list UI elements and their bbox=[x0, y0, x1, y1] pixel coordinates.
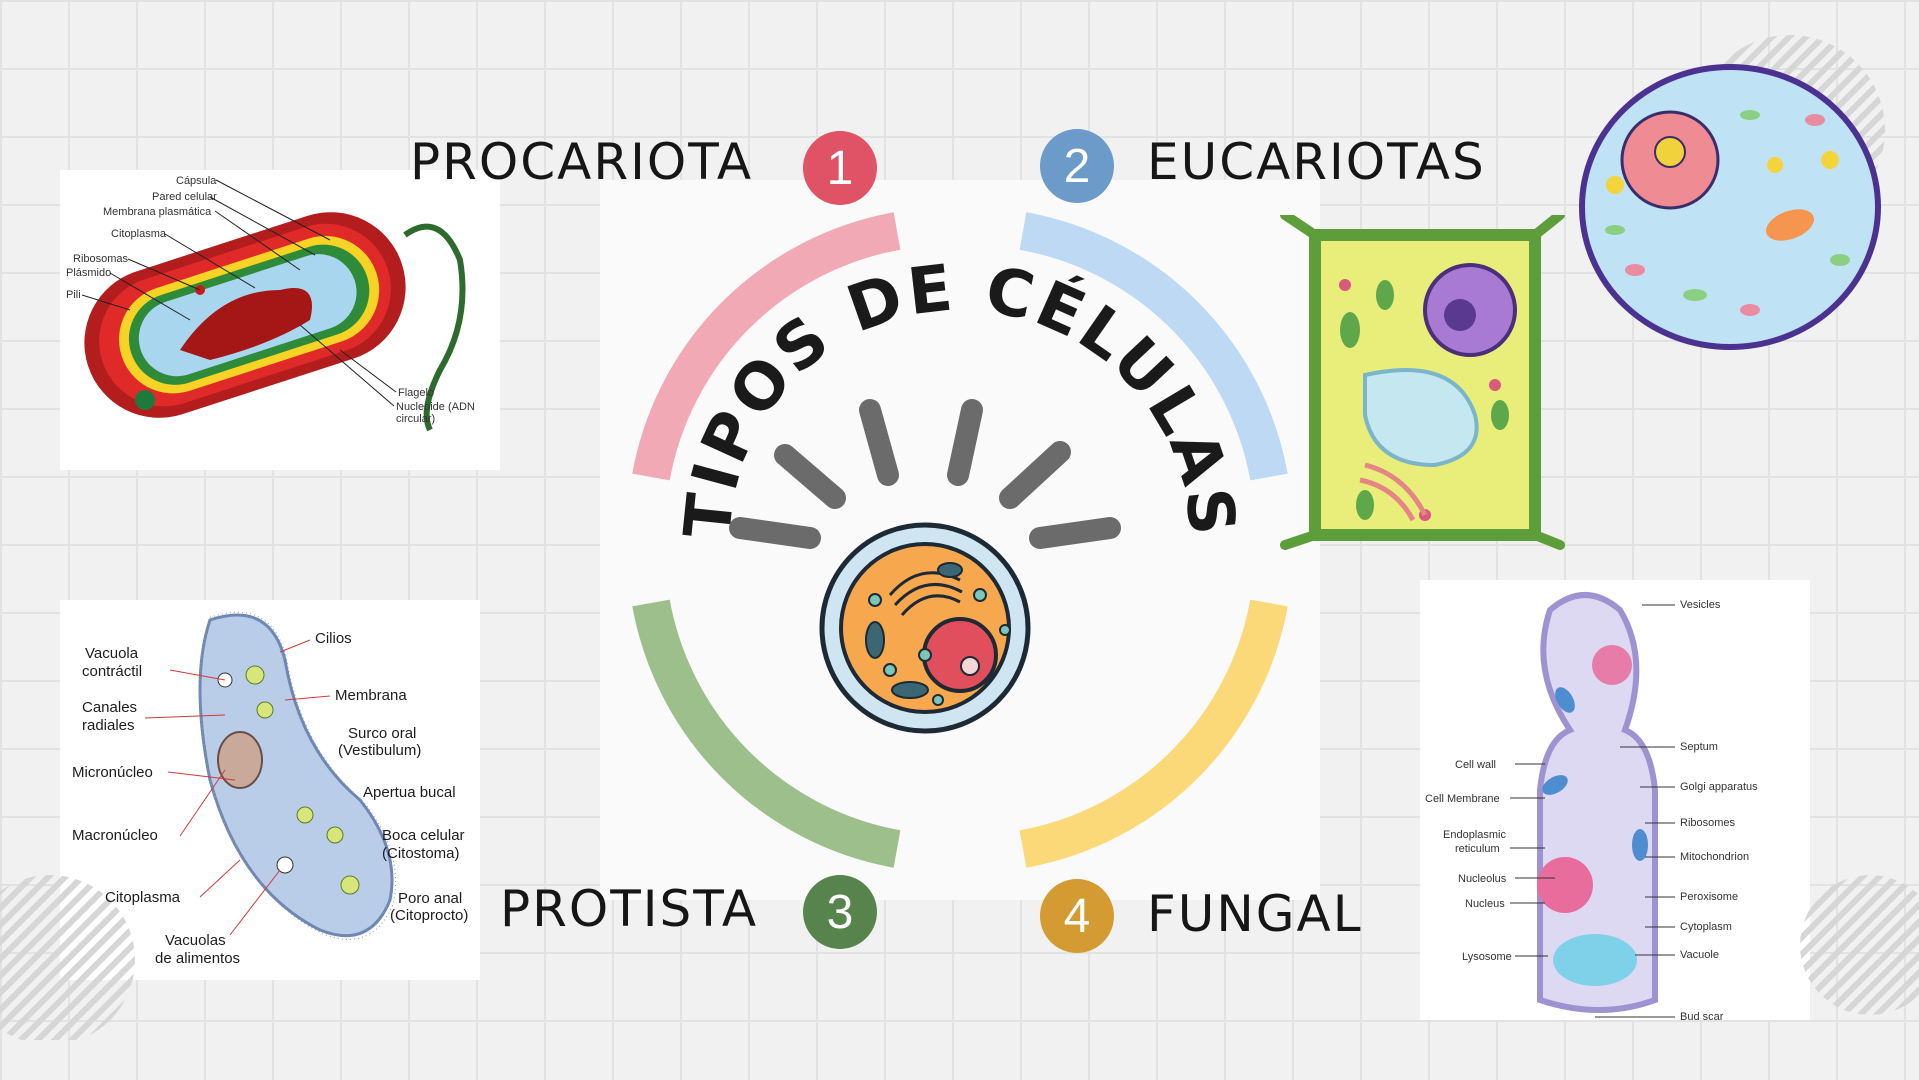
ann-vestibulum: (Vestibulum) bbox=[338, 742, 421, 759]
badge-2: 2 bbox=[1040, 129, 1114, 203]
animal-cell-diagram bbox=[1579, 64, 1881, 350]
ann-septum: Septum bbox=[1680, 741, 1718, 753]
fungal-annotations-right: Vesicles Septum Golgi apparatus Ribosome… bbox=[1680, 599, 1758, 1020]
ann-citoprocto: (Citoprocto) bbox=[390, 907, 468, 924]
ann-citoplasma: Citoplasma bbox=[111, 228, 167, 240]
ann-plasmido: Plásmido bbox=[66, 267, 111, 279]
ring-quadrant-1 bbox=[632, 212, 901, 481]
ann-membrana-plasmatica: Membrana plasmática bbox=[103, 206, 212, 218]
label-procariota: PROCARIOTA bbox=[410, 133, 754, 191]
badge-3: 3 bbox=[803, 875, 877, 949]
label-protista: PROTISTA bbox=[500, 880, 759, 938]
central-cell-illustration bbox=[819, 522, 1031, 734]
ann-ribosomes: Ribosomes bbox=[1680, 817, 1736, 829]
ring-quadrant-4 bbox=[1019, 599, 1288, 868]
ann-vacuolas: Vacuolas bbox=[165, 932, 226, 949]
ann-nucleolus: Nucleolus bbox=[1458, 873, 1507, 885]
prokaryote-cell bbox=[84, 212, 466, 432]
protist-annotations-right: Cilios Membrana Surco oral (Vestibulum) … bbox=[315, 630, 468, 924]
ann-macronucleo: Macronúcleo bbox=[72, 827, 158, 844]
ann-ribosomas: Ribosomas bbox=[73, 253, 129, 265]
ann-de-alimentos: de alimentos bbox=[155, 950, 240, 967]
ann-endoplasmic: Endoplasmic bbox=[1443, 829, 1506, 841]
ann-peroxisome: Peroxisome bbox=[1680, 891, 1738, 903]
ann-nucleoide-2: circular) bbox=[396, 413, 435, 425]
protist-diagram: Vacuola contráctil Canales radiales Micr… bbox=[72, 611, 468, 967]
ann-micronucleo: Micronúcleo bbox=[72, 764, 153, 781]
label-eucariotas: EUCARIOTAS bbox=[1147, 133, 1486, 191]
ann-pili: Pili bbox=[66, 289, 81, 301]
prokaryote-annotations: Cápsula Pared celular Membrana plasmátic… bbox=[66, 175, 475, 425]
protist-annotations-left: Vacuola contráctil Canales radiales Micr… bbox=[72, 645, 240, 967]
badge-4: 4 bbox=[1040, 879, 1114, 953]
ann-nucleoide: Nucleoide (ADN bbox=[396, 401, 475, 413]
ann-citoplasma: Citoplasma bbox=[105, 889, 181, 906]
center-diagram: TIPOS DE CÉLULAS bbox=[620, 200, 1300, 880]
fungal-annotations-left: Cell wall Cell Membrane Endoplasmic reti… bbox=[1425, 759, 1512, 963]
ann-surco-oral: Surco oral bbox=[348, 725, 416, 742]
ring-quadrant-2 bbox=[1019, 212, 1288, 481]
rays bbox=[729, 399, 1121, 549]
ann-cell-membrane: Cell Membrane bbox=[1425, 793, 1500, 805]
ann-vesicles: Vesicles bbox=[1680, 599, 1721, 611]
ann-cilios: Cilios bbox=[315, 630, 352, 647]
badge-1: 1 bbox=[803, 131, 877, 205]
ann-vacuole: Vacuole bbox=[1680, 949, 1719, 961]
hatched-circle-bottom-right bbox=[1800, 875, 1919, 1015]
ann-mitochondrion: Mitochondrion bbox=[1680, 851, 1749, 863]
ann-nucleus: Nucleus bbox=[1465, 898, 1505, 910]
hatched-circle-bottom-left bbox=[0, 875, 135, 1040]
ann-golgi: Golgi apparatus bbox=[1680, 781, 1758, 793]
label-fungal: FUNGAL bbox=[1147, 885, 1363, 943]
ann-lysosome: Lysosome bbox=[1462, 951, 1512, 963]
ann-vacuola: Vacuola bbox=[85, 645, 139, 662]
ann-cytoplasm: Cytoplasm bbox=[1680, 921, 1732, 933]
prokaryote-diagram: Cápsula Pared celular Membrana plasmátic… bbox=[66, 175, 475, 432]
ann-apertua-bucal: Apertua bucal bbox=[363, 784, 456, 801]
ann-radiales: radiales bbox=[82, 717, 135, 734]
ann-contractil: contráctil bbox=[82, 663, 142, 680]
ann-flagelo: Flagelo bbox=[398, 387, 434, 399]
ann-cell-wall: Cell wall bbox=[1455, 759, 1496, 771]
plant-cell-diagram bbox=[1280, 215, 1565, 550]
ann-boca-celular: Boca celular bbox=[382, 827, 465, 844]
fungal-diagram: Vesicles Septum Golgi apparatus Ribosome… bbox=[1425, 592, 1758, 1020]
ann-capsula: Cápsula bbox=[176, 175, 217, 187]
ann-canales: Canales bbox=[82, 699, 137, 716]
ring-quadrant-3 bbox=[632, 599, 901, 868]
ann-poro-anal: Poro anal bbox=[398, 890, 462, 907]
ann-citostoma: (Citostoma) bbox=[382, 845, 460, 862]
ann-reticulum: reticulum bbox=[1455, 843, 1500, 855]
ann-pared-celular: Pared celular bbox=[152, 191, 217, 203]
ann-bud-scar: Bud scar bbox=[1680, 1011, 1724, 1020]
ann-membrana: Membrana bbox=[335, 687, 407, 704]
